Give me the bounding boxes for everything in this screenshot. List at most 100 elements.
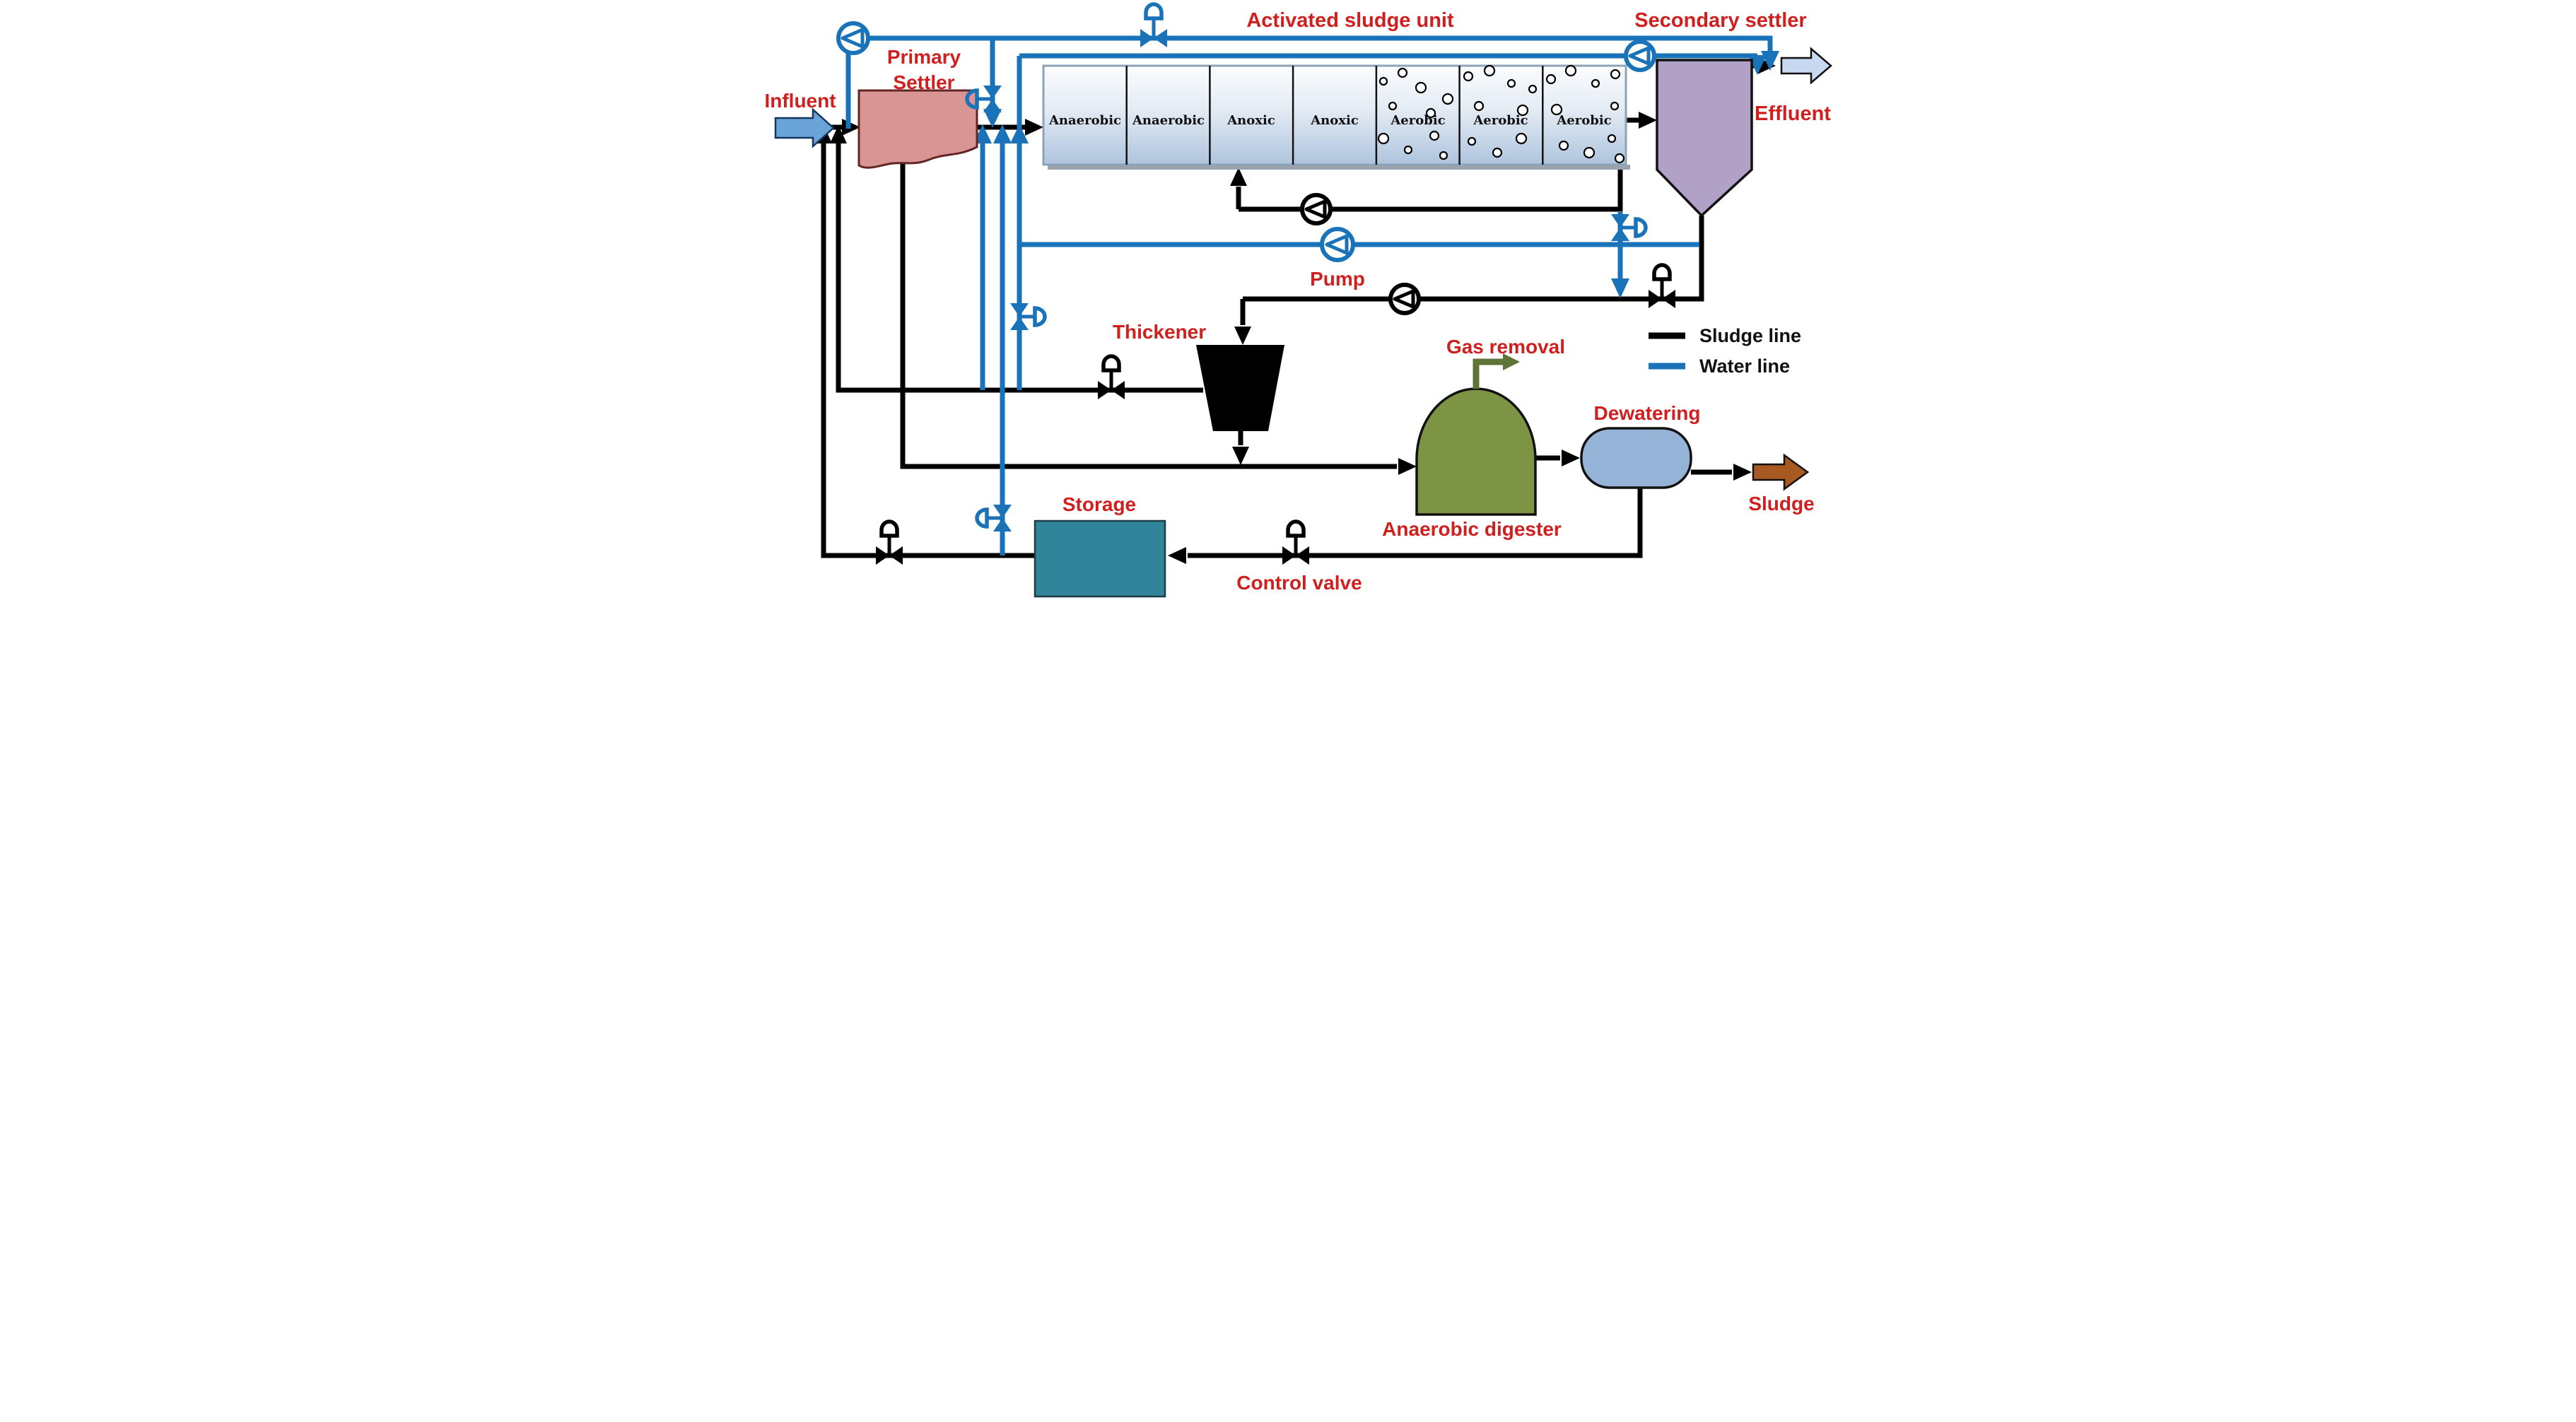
influent-label: Influent xyxy=(764,90,836,112)
tank-compartment-labels: Anaerobic Anaerobic Anoxic Anoxic Aerobi… xyxy=(1048,113,1612,128)
storage-label: Storage xyxy=(1062,493,1136,515)
sludge-lines xyxy=(814,63,1757,558)
compartment-label: Anaerobic xyxy=(1132,113,1205,128)
arrowhead xyxy=(830,125,847,143)
secondary-settler-shape xyxy=(1656,59,1753,218)
compartment-label: Aerobic xyxy=(1390,113,1445,128)
arrowhead xyxy=(1230,168,1247,186)
pump-icon-bypass-2 xyxy=(1624,40,1656,72)
bubble-icon xyxy=(1583,146,1596,159)
sludge-arrow xyxy=(1752,453,1810,491)
tank-shadow xyxy=(1048,165,1630,170)
bubble-icon xyxy=(1492,147,1503,158)
sludge-label: Sludge xyxy=(1748,493,1814,515)
bubble-icon xyxy=(1439,151,1448,160)
primary-settler-label-line1: Primary xyxy=(887,46,961,68)
pump-icon-recirculation xyxy=(1320,227,1355,262)
actuated-valve-icon-settler-bypass xyxy=(1611,214,1648,241)
bubble-icon xyxy=(1403,145,1413,155)
primary-settler-label-line2: Settler xyxy=(893,71,954,93)
effluent-arrow xyxy=(1780,47,1832,85)
arrowhead xyxy=(1168,547,1186,564)
arrowhead xyxy=(1611,278,1629,298)
bubble-icon xyxy=(1564,64,1577,77)
bubble-icon xyxy=(1425,107,1436,119)
activated-sludge-unit-label: Activated sludge unit xyxy=(1246,9,1454,32)
hand-valve-icon-ras xyxy=(1649,263,1675,308)
arrowhead xyxy=(1562,449,1580,466)
bubble-icon xyxy=(1506,78,1516,88)
legend-sludge-label: Sludge line xyxy=(1699,325,1801,346)
bubble-icon xyxy=(1610,69,1621,80)
bubble-icon xyxy=(1388,101,1398,111)
storage-return-line xyxy=(821,141,1036,558)
gas-removal-pipe xyxy=(1473,353,1520,389)
water-arrowheads xyxy=(973,51,1779,298)
labels: Influent Primary Settler Activated sludg… xyxy=(764,9,1831,594)
thickener-shape xyxy=(1196,345,1284,431)
hand-valve-icon-thickener-feed xyxy=(1098,354,1125,399)
process-flow-diagram: Anaerobic Anaerobic Anoxic Anoxic Aerobi… xyxy=(744,0,1832,601)
bubble-icon xyxy=(1473,100,1485,112)
influent-arrow xyxy=(774,107,835,148)
bubble-icon xyxy=(1378,76,1388,86)
control-valve-label: Control valve xyxy=(1236,572,1362,594)
internal-recycle-line xyxy=(1236,165,1623,212)
bubble-icon xyxy=(1515,132,1528,145)
actuated-valve-icon-branch-c xyxy=(1010,303,1047,330)
actuated-valve-icon-bypass1 xyxy=(1140,2,1167,47)
effluent-label: Effluent xyxy=(1755,102,1831,125)
anaerobic-digester-label: Anaerobic digester xyxy=(1382,518,1562,540)
dewatering-shape xyxy=(1580,427,1692,489)
arrowhead xyxy=(1733,464,1752,481)
tank-dividers xyxy=(1125,66,1544,165)
secondary-settler-label: Secondary settler xyxy=(1634,9,1806,32)
bubble-icon xyxy=(1397,67,1408,78)
arrowhead xyxy=(1025,119,1043,136)
anaerobic-digester-shape xyxy=(1415,387,1537,516)
bubble-icon xyxy=(1545,74,1557,85)
actuated-valve-icon-branch-b xyxy=(975,505,1012,531)
arrowhead xyxy=(1010,124,1029,143)
hand-valve-icon-control-valve xyxy=(1282,519,1309,565)
arrowhead xyxy=(983,109,1002,128)
bubble-icon xyxy=(1610,101,1620,111)
dewatering-to-storage-line xyxy=(1188,488,1643,558)
arrowhead xyxy=(1398,458,1417,475)
hand-valve-icon-storage-return xyxy=(876,519,903,565)
activated-sludge-tank: Anaerobic Anaerobic Anoxic Anoxic Aerobi… xyxy=(1042,64,1630,170)
pump-label: Pump xyxy=(1310,268,1365,290)
bubble-icon xyxy=(1377,132,1390,145)
arrowhead xyxy=(993,124,1012,143)
arrowhead xyxy=(842,119,860,136)
digester-feed-line xyxy=(900,160,1397,469)
bubble-icon xyxy=(1550,103,1563,116)
arrowhead xyxy=(1639,112,1657,129)
arrowhead xyxy=(1234,327,1251,345)
bubble-icon xyxy=(1558,140,1569,151)
bubble-icon xyxy=(1483,64,1496,77)
legend-water-label: Water line xyxy=(1699,356,1790,377)
pump-icon-ras xyxy=(1388,283,1421,315)
bubble-icon xyxy=(1614,153,1625,164)
compartment-label: Anoxic xyxy=(1310,113,1359,128)
bubble-icon xyxy=(1591,78,1600,88)
gas-removal-label: Gas removal xyxy=(1446,336,1565,358)
bubble-icon xyxy=(1607,134,1617,143)
bubble-icon xyxy=(1528,84,1538,94)
bubble-icon xyxy=(1463,71,1474,82)
bubble-icon xyxy=(1429,130,1440,141)
tank-body xyxy=(1042,64,1627,166)
legend: Sludge line Water line xyxy=(1649,325,1801,377)
actuated-valve-icon-bypass-drop xyxy=(965,86,1002,112)
bubble-icon xyxy=(1467,136,1477,146)
pump-icon-influent-bypass xyxy=(836,21,870,55)
dewatering-label: Dewatering xyxy=(1594,402,1701,424)
bubble-icon xyxy=(1516,104,1529,117)
thickener-feed-line xyxy=(836,141,1203,393)
arrowhead xyxy=(1232,447,1249,465)
primary-settler-shape xyxy=(857,89,978,169)
compartment-label: Aerobic xyxy=(1556,113,1611,128)
bubble-icon xyxy=(1441,93,1454,105)
thickener-label: Thickener xyxy=(1113,321,1206,343)
